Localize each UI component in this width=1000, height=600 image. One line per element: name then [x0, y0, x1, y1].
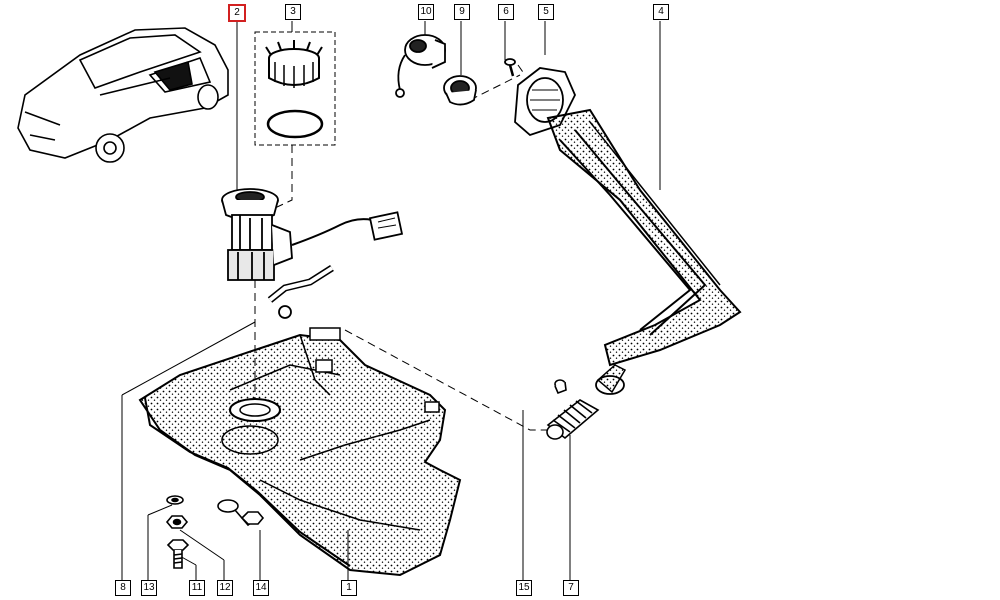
part-11-bolt — [166, 539, 190, 569]
callout-11[interactable]: 11 — [189, 580, 205, 596]
callout-6[interactable]: 6 — [498, 4, 514, 20]
callout-7[interactable]: 7 — [563, 580, 579, 596]
callout-10[interactable]: 10 — [418, 4, 434, 20]
leader-lines — [121, 21, 661, 580]
callout-14[interactable]: 14 — [253, 580, 269, 596]
part-3-lock-ring-and-seal — [254, 31, 336, 146]
part-15-hose-clip — [554, 379, 567, 395]
callout-13[interactable]: 13 — [141, 580, 157, 596]
callout-4[interactable]: 4 — [653, 4, 669, 20]
part-9-cap-adaptor — [443, 75, 477, 106]
part-14-bracket — [217, 499, 265, 527]
part-10-filler-cap — [395, 34, 446, 98]
callout-3[interactable]: 3 — [285, 4, 301, 20]
part-12-nut — [165, 515, 189, 529]
car-location-thumbnail — [17, 27, 229, 163]
callout-15[interactable]: 15 — [516, 580, 532, 596]
callout-5[interactable]: 5 — [538, 4, 554, 20]
part-13-washer — [166, 495, 184, 505]
part-2-fuel-pump-module — [221, 188, 404, 281]
fuel-hose-connector — [267, 265, 334, 319]
part-4-filler-pipe — [546, 108, 742, 395]
callout-9[interactable]: 9 — [454, 4, 470, 20]
part-7-corrugated-hose — [546, 399, 600, 440]
part-6-screw — [504, 58, 516, 77]
callout-2-highlighted[interactable]: 2 — [228, 4, 246, 22]
callout-8[interactable]: 8 — [115, 580, 131, 596]
part-1-fuel-tank — [138, 327, 462, 577]
callout-12[interactable]: 12 — [217, 580, 233, 596]
callout-1[interactable]: 1 — [341, 580, 357, 596]
